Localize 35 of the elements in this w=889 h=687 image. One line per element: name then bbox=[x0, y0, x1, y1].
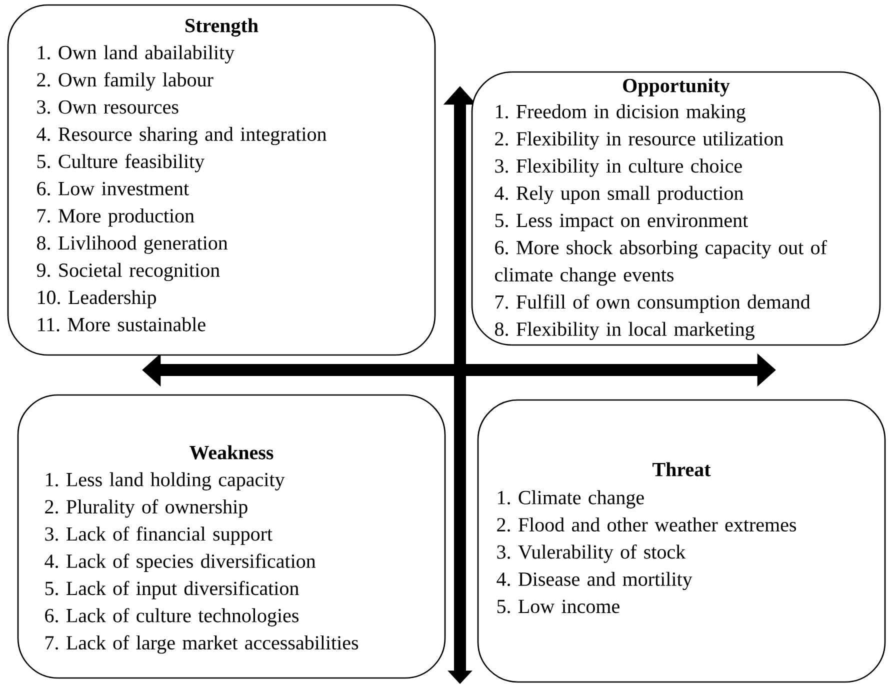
list-item: 8. Livlihood generation bbox=[37, 236, 228, 254]
list-item: 10. Leadership bbox=[38, 290, 156, 308]
list-item: 8. Flexibility in local marketing bbox=[495, 322, 754, 340]
box-heading: Weakness bbox=[190, 445, 274, 460]
list-item: 3. Own resources bbox=[37, 100, 178, 114]
list-item: 1. Less land holding capacity bbox=[46, 472, 285, 490]
list-item: 7. More production bbox=[38, 208, 194, 227]
list-item: 1. Own land abailability bbox=[38, 45, 234, 64]
list-item: 2. Flood and other weather extremes bbox=[497, 518, 796, 532]
list-item: 7. Fulfill of own consumption demand bbox=[496, 294, 810, 313]
list-item: 6. More shock absorbing capacity out of climate change events bbox=[495, 240, 827, 286]
list-item: 11. More sustainable bbox=[38, 317, 206, 332]
list-item: 3. Lack of financial support bbox=[45, 526, 272, 545]
list-item: 5. Culture feasibility bbox=[37, 154, 204, 172]
list-item: 9. Societal recognition bbox=[36, 262, 220, 282]
list-item: 7. Lack of large market accessabilities bbox=[46, 635, 358, 654]
box-heading: Opportunity bbox=[623, 78, 730, 96]
list-item: 2. Own family labour bbox=[37, 72, 214, 91]
list-item: 6. Lack of culture technologies bbox=[45, 608, 298, 626]
list-item: 4. Lack of species diversification bbox=[44, 554, 316, 572]
box-heading: Threat bbox=[652, 462, 711, 476]
list-item: 6. Low investment bbox=[37, 182, 189, 196]
list-item: 4. Disease and mortility bbox=[496, 572, 692, 590]
list-item: 3. Vulerability of stock bbox=[497, 544, 686, 563]
list-item: 1. Climate change bbox=[498, 490, 644, 508]
list-item: 4. Rely upon small production bbox=[494, 186, 744, 204]
list-item: 2. Flexibility in resource utilization bbox=[495, 131, 784, 150]
box-heading: Strength bbox=[186, 18, 258, 37]
list-item: 4. Resource sharing and integration bbox=[36, 126, 326, 146]
list-item: 5. Less impact on environment bbox=[495, 214, 748, 232]
list-item: 5. Lack of input diversification bbox=[45, 580, 299, 600]
list-item: 2. Plurality of ownership bbox=[45, 499, 248, 518]
list-item: 1. Freedom in dicision making bbox=[496, 104, 746, 122]
list-item: 5. Low income bbox=[497, 600, 620, 614]
list-item: 3. Flexibility in culture choice bbox=[495, 158, 742, 177]
